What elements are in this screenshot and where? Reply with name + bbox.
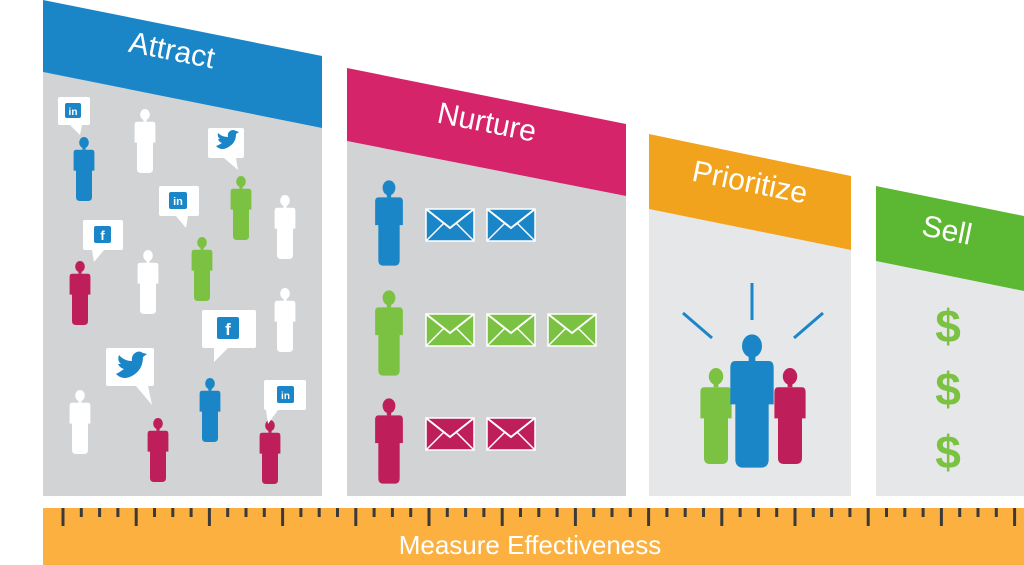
dollar-icon: $ <box>935 426 961 478</box>
ruler-tick <box>116 508 120 517</box>
twitter-bubble-icon <box>208 128 244 170</box>
ruler-tick <box>702 508 705 517</box>
prioritize-stage: Prioritize <box>649 134 851 496</box>
ruler-tick <box>336 508 339 517</box>
nurture-banner <box>347 68 626 196</box>
ruler-tick <box>628 508 632 517</box>
sell-panel <box>876 261 1024 496</box>
ruler-tick <box>573 508 577 526</box>
ruler-tick <box>683 508 687 517</box>
ruler-ticks <box>61 508 1017 526</box>
linkedin-bubble-icon: in <box>58 97 90 135</box>
ruler-tick <box>592 508 596 517</box>
nurture-stage: Nurture <box>347 68 626 496</box>
dollar-icon: $ <box>935 363 961 415</box>
attract-stage: Attract in in <box>43 0 322 496</box>
ruler-tick <box>262 508 266 517</box>
ruler-tick <box>647 508 651 526</box>
ruler-tick <box>390 508 394 517</box>
linkedin-bubble-icon: in <box>264 380 306 424</box>
ruler-tick <box>830 508 834 517</box>
dollar-icon: $ <box>935 300 961 352</box>
ruler-tick <box>555 508 559 517</box>
envelope-icon <box>425 417 475 451</box>
svg-text:f: f <box>225 320 231 339</box>
ruler-tick <box>281 508 285 526</box>
ruler-tick <box>665 508 669 517</box>
attract-banner <box>43 0 322 128</box>
ruler-tick <box>226 508 230 517</box>
facebook-bubble-icon: f <box>202 310 256 362</box>
ruler-tick <box>354 508 358 526</box>
linkedin-bubble-icon: in <box>159 186 199 228</box>
ruler-tick <box>1013 508 1017 526</box>
ruler-tick <box>519 508 522 517</box>
ruler-tick <box>500 508 504 526</box>
ruler-label: Measure Effectiveness <box>399 530 662 560</box>
envelope-icon <box>547 313 597 347</box>
ruler-tick <box>994 508 998 517</box>
ruler-tick <box>939 508 943 526</box>
ruler-tick <box>958 508 962 517</box>
ruler-tick <box>537 508 541 517</box>
ruler-tick <box>409 508 413 517</box>
ruler-tick <box>482 508 486 517</box>
ruler-tick <box>207 508 211 526</box>
ruler-tick <box>153 508 156 517</box>
sell-banner <box>876 186 1024 291</box>
ruler-tick <box>134 508 138 526</box>
ruler-tick <box>866 508 870 526</box>
svg-text:in: in <box>281 391 290 402</box>
ruler-tick <box>720 508 724 526</box>
ruler-tick <box>775 508 779 517</box>
ruler-tick <box>317 508 321 517</box>
facebook-bubble-icon: f <box>83 220 123 262</box>
ruler-tick <box>885 508 888 517</box>
prioritize-banner <box>649 134 851 250</box>
ruler-tick <box>464 508 468 517</box>
ruler-tick <box>61 508 65 526</box>
ruler-tick <box>79 508 83 517</box>
envelope-icon <box>425 313 475 347</box>
ruler-tick <box>903 508 907 517</box>
twitter-bubble-icon <box>106 348 154 405</box>
svg-text:in: in <box>173 196 183 208</box>
ruler-tick <box>171 508 175 517</box>
attract-panel <box>43 72 322 496</box>
spotlight-rays-icon <box>682 283 824 340</box>
measure-ruler: Measure Effectiveness <box>43 508 1024 565</box>
ruler-tick <box>756 508 760 517</box>
ruler-bar <box>43 508 1024 565</box>
ruler-tick <box>793 508 797 526</box>
ruler-tick <box>610 508 614 517</box>
envelope-icon <box>486 313 536 347</box>
svg-text:f: f <box>100 228 105 243</box>
ruler-tick <box>738 508 742 517</box>
ruler-tick <box>372 508 376 517</box>
envelope-icon <box>486 208 536 242</box>
ruler-tick <box>811 508 815 517</box>
ruler-tick <box>189 508 193 517</box>
svg-text:in: in <box>69 107 78 118</box>
envelope-icon <box>486 417 536 451</box>
ruler-tick <box>244 508 248 517</box>
ruler-tick <box>848 508 852 517</box>
sell-stage: Sell $ $ $ <box>876 186 1024 496</box>
ruler-tick <box>98 508 102 517</box>
ruler-tick <box>427 508 431 526</box>
envelope-icon <box>425 208 475 242</box>
ruler-tick <box>921 508 925 517</box>
ruler-tick <box>299 508 303 517</box>
ruler-tick <box>445 508 449 517</box>
ruler-tick <box>976 508 980 517</box>
